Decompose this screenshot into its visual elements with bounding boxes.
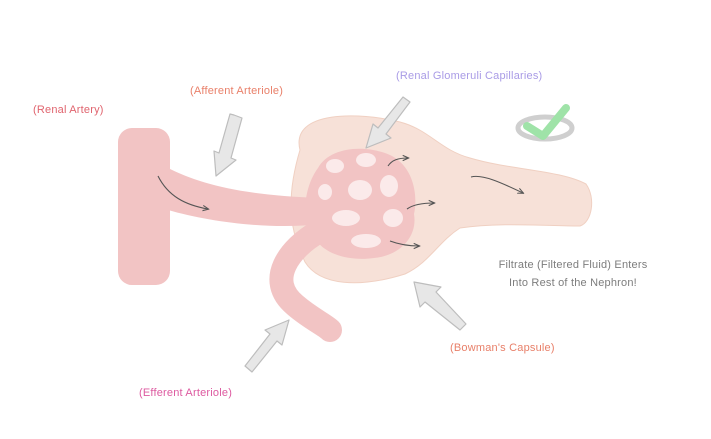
filtrate-caption-line2: Into Rest of the Nephron! [509, 277, 637, 289]
flow-arrow-top [387, 158, 408, 167]
filtrate-caption-line1: Filtrate (Filtered Fluid) Enters [498, 259, 648, 271]
filtrate-caption: Filtrate (Filtered Fluid) Enters Into Re… [470, 256, 676, 292]
flow-arrow-tubule [470, 175, 523, 193]
pointer-arrows [213, 96, 467, 373]
bowmans-capsule-label: (Bowman's Capsule) [450, 342, 555, 354]
pointer-arrow-bowman [413, 281, 467, 331]
renal-artery-label: (Renal Artery) [33, 104, 104, 116]
efferent-arteriole-label: (Efferent Arteriole) [139, 387, 233, 399]
efferent-arteriole-vessel [269, 220, 342, 342]
flow-arrow-middle [406, 203, 434, 210]
flow-arrows [157, 158, 523, 246]
pointer-arrow-efferent [244, 319, 290, 373]
pointer-arrow-glomeruli [365, 96, 411, 149]
pointer-arrow-afferent [213, 113, 243, 177]
flow-arrow-artery [157, 175, 208, 209]
renal-artery-vessel [118, 128, 170, 285]
glomeruli-capillaries-label: (Renal Glomeruli Capillaries) [396, 70, 543, 82]
flow-arrow-bottom [389, 240, 419, 246]
green-check-logo-icon [515, 104, 575, 142]
glomerulus-pores [318, 153, 403, 248]
afferent-arteriole-vessel [168, 168, 322, 227]
afferent-arteriole-label: (Afferent Arteriole) [190, 85, 284, 97]
